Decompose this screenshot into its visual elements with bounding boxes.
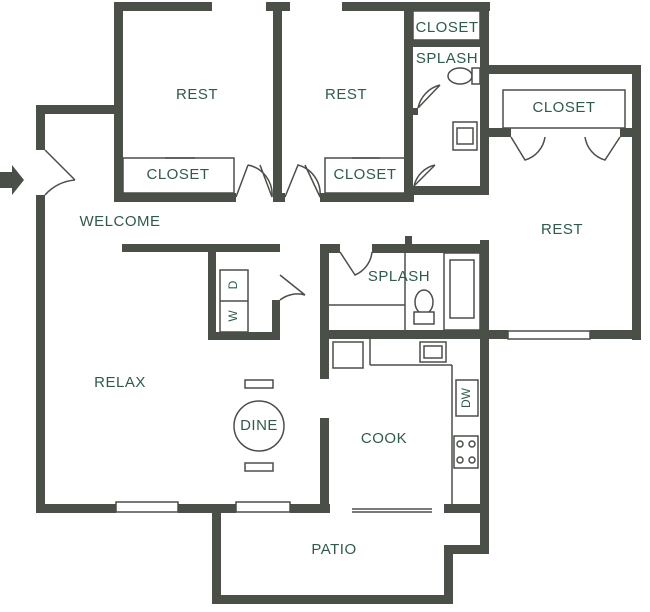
room-label-closet-2: CLOSET xyxy=(333,166,396,183)
room-label-dine: DINE xyxy=(240,417,278,434)
walls xyxy=(36,2,641,604)
room-label-closet-4: CLOSET xyxy=(532,99,595,116)
room-label-rest-2: REST xyxy=(325,86,367,103)
dishwasher-label: DW xyxy=(459,387,473,408)
room-label-splash-2: SPLASH xyxy=(368,268,430,285)
room-label-splash-1: SPLASH xyxy=(416,50,478,67)
room-label-rest-3: REST xyxy=(541,221,583,238)
doors xyxy=(44,84,621,301)
windows xyxy=(115,330,591,513)
fixtures xyxy=(219,67,481,504)
room-label-patio: PATIO xyxy=(311,541,356,558)
dryer-label: D xyxy=(226,280,240,289)
room-label-cook: COOK xyxy=(361,430,407,447)
entry-arrow-icon xyxy=(0,165,24,195)
room-label-closet-3: CLOSET xyxy=(415,19,478,36)
room-labels: REST REST REST CLOSET CLOSET CLOSET CLOS… xyxy=(79,19,595,558)
closets xyxy=(122,10,626,194)
room-label-welcome: WELCOME xyxy=(79,213,160,230)
room-label-closet-1: CLOSET xyxy=(146,166,209,183)
washer-label: W xyxy=(226,310,240,322)
room-label-rest-1: REST xyxy=(176,86,218,103)
room-label-relax: RELAX xyxy=(94,374,146,391)
